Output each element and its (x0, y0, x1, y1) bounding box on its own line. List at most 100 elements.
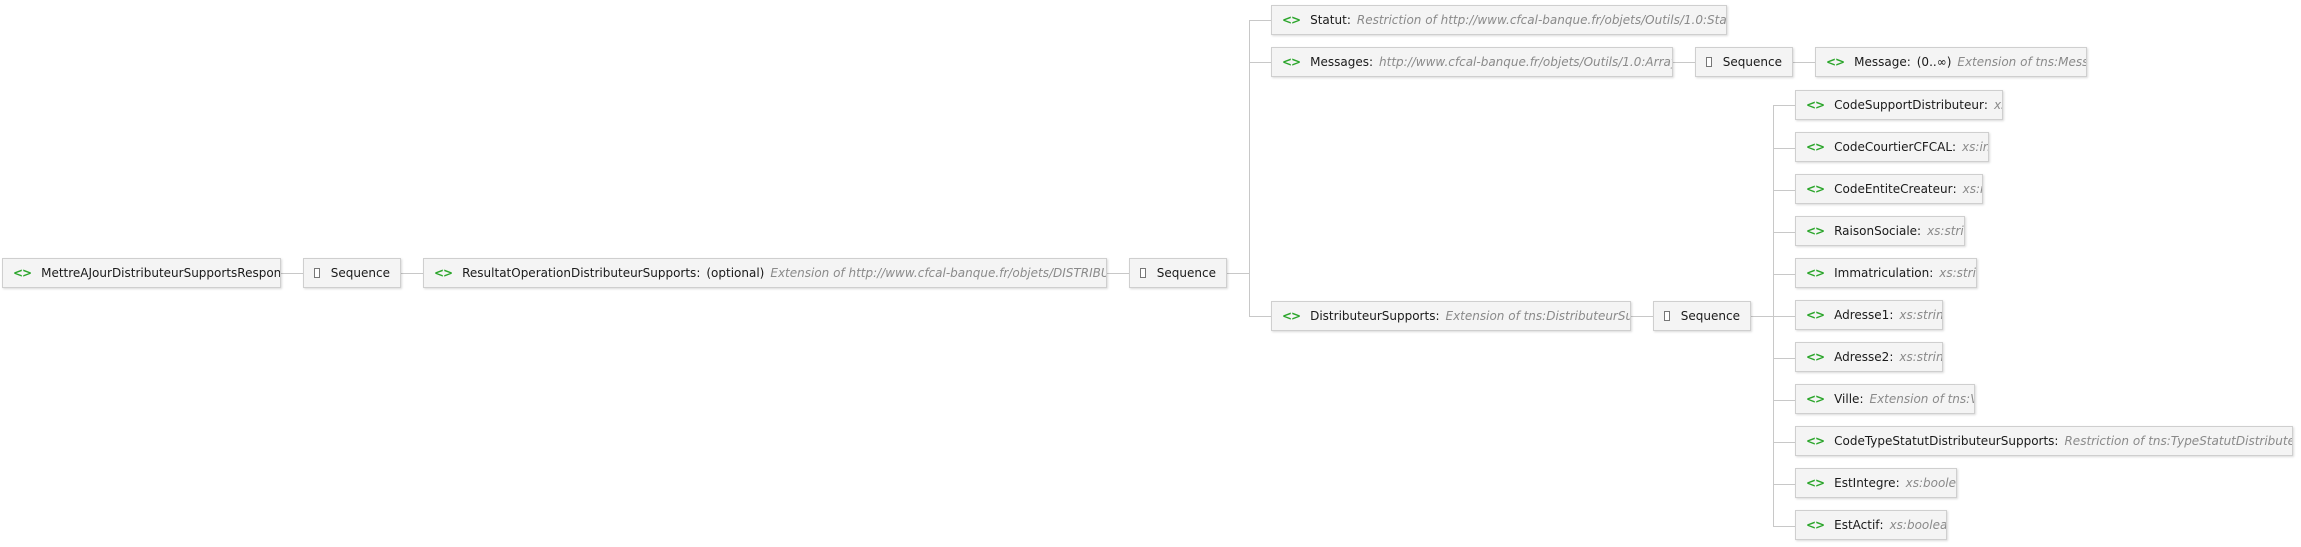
element-name: Message (1854, 55, 1907, 69)
element-type: xs:string (1927, 224, 1964, 238)
element-icon: <> (1806, 224, 1825, 238)
sequence-node[interactable]: Sequence (1653, 301, 1751, 331)
element-type: http://www.cfcal-banque.fr/objets/Outils… (1379, 55, 1673, 69)
element-name: RaisonSociale (1834, 224, 1918, 238)
element-icon: <> (1282, 55, 1301, 69)
element-name: EstActif (1834, 518, 1880, 532)
element-name: CodeEntiteCreateur (1834, 182, 1953, 196)
connector (1773, 358, 1795, 359)
element-name: EstIntegre (1834, 476, 1896, 490)
separator: : (696, 266, 701, 280)
statut-element-node[interactable]: <> Statut : Restriction of http://www.cf… (1271, 5, 1727, 35)
element-type: xs:int (1993, 98, 2002, 112)
connector (1773, 232, 1795, 233)
element-name: DistributeurSupports (1310, 309, 1436, 323)
separator: : (2054, 434, 2059, 448)
connector (1773, 190, 1795, 191)
element-type: xs:string (1899, 308, 1943, 322)
sequence-node[interactable]: Sequence (1695, 47, 1793, 77)
connector (281, 273, 303, 274)
element-icon: <> (1806, 476, 1825, 490)
element-type: xs:int (1962, 140, 1988, 154)
element-icon: <> (1806, 518, 1825, 532)
root-element-node[interactable]: <> MettreAJourDistributeurSupportsRespon… (2, 258, 281, 288)
connector (1773, 442, 1795, 443)
separator: : (1929, 266, 1934, 280)
field-element-node[interactable]: <> Ville : Extension of tns:Ville (1795, 384, 1975, 414)
sequence-icon (1706, 57, 1712, 67)
connector (1107, 273, 1129, 274)
cardinality-badge: (0..∞) (1916, 55, 1952, 69)
sequence-label: Sequence (1722, 55, 1782, 69)
element-icon: <> (1806, 392, 1825, 406)
element-type: xs:boolean (1889, 518, 1947, 532)
element-name: Messages (1310, 55, 1369, 69)
connector (1673, 62, 1695, 63)
separator: : (1983, 98, 1988, 112)
element-type: Restriction of http://www.cfcal-banque.f… (1356, 13, 1727, 27)
field-element-node[interactable]: <> CodeSupportDistributeur : xs:int (1795, 90, 2003, 120)
element-icon: <> (434, 266, 453, 280)
element-type: xs:boolean (1905, 476, 1957, 490)
field-element-node[interactable]: <> CodeCourtierCFCAL : xs:int (1795, 132, 1989, 162)
element-icon: <> (1806, 350, 1825, 364)
element-type: xs:int (1962, 182, 1982, 196)
element-name: Ville (1834, 392, 1860, 406)
element-icon: <> (1806, 266, 1825, 280)
element-name: CodeCourtierCFCAL (1834, 140, 1952, 154)
connector (1773, 400, 1795, 401)
connector (1773, 484, 1795, 485)
field-element-node[interactable]: <> RaisonSociale : xs:string (1795, 216, 1965, 246)
element-name: Adresse2 (1834, 350, 1890, 364)
element-type: xs:string (1939, 266, 1976, 280)
field-element-node[interactable]: <> EstIntegre : xs:boolean (1795, 468, 1957, 498)
field-element-node[interactable]: <> Immatriculation : xs:string (1795, 258, 1977, 288)
separator: : (1346, 13, 1351, 27)
element-icon: <> (1282, 309, 1301, 323)
connector (1751, 316, 1773, 317)
element-type: Extension of tns:DistributeurSupports (1445, 309, 1631, 323)
connector (1249, 316, 1271, 317)
distributeur-element-node[interactable]: <> DistributeurSupports : Extension of t… (1271, 301, 1631, 331)
separator: : (1952, 140, 1957, 154)
separator: : (1906, 55, 1911, 69)
connector (1793, 62, 1815, 63)
optional-badge: (optional) (706, 266, 765, 280)
connector (401, 273, 423, 274)
field-element-node[interactable]: <> CodeTypeStatutDistributeurSupports : … (1795, 426, 2293, 456)
field-element-node[interactable]: <> EstActif : xs:boolean (1795, 510, 1947, 540)
element-type: Extension of tns:Ville (1869, 392, 1975, 406)
element-type: xs:string (1899, 350, 1943, 364)
connector (1773, 274, 1795, 275)
field-element-node[interactable]: <> Adresse1 : xs:string (1795, 300, 1943, 330)
sequence-label: Sequence (330, 266, 390, 280)
element-name: ResultatOperationDistributeurSupports (462, 266, 697, 280)
connector (1631, 316, 1653, 317)
separator: : (1879, 518, 1884, 532)
sequence-node[interactable]: Sequence (303, 258, 401, 288)
connector (1773, 105, 1795, 106)
separator: : (1435, 309, 1440, 323)
sequence-icon (1140, 268, 1146, 278)
sequence-label: Sequence (1680, 309, 1740, 323)
field-element-node[interactable]: <> Adresse2 : xs:string (1795, 342, 1943, 372)
connector (1773, 316, 1795, 317)
field-element-node[interactable]: <> CodeEntiteCreateur : xs:int (1795, 174, 1983, 204)
element-name: Immatriculation (1834, 266, 1930, 280)
separator: : (1889, 308, 1894, 322)
sequence-node[interactable]: Sequence (1129, 258, 1227, 288)
element-icon: <> (1806, 308, 1825, 322)
connector (1773, 148, 1795, 149)
sequence-icon (314, 268, 320, 278)
element-type: Extension of http://www.cfcal-banque.fr/… (770, 266, 1106, 280)
connector (1249, 62, 1271, 63)
connector (1773, 105, 1774, 526)
element-type: Restriction of tns:TypeStatutDistributeu… (2064, 434, 2292, 448)
separator: : (1889, 350, 1894, 364)
resultat-element-node[interactable]: <> ResultatOperationDistributeurSupports… (423, 258, 1107, 288)
element-type: Extension of tns:Message (1957, 55, 2087, 69)
sequence-label: Sequence (1156, 266, 1216, 280)
element-name: Statut (1310, 13, 1347, 27)
message-element-node[interactable]: <> Message : (0..∞) Extension of tns:Mes… (1815, 47, 2087, 77)
messages-element-node[interactable]: <> Messages : http://www.cfcal-banque.fr… (1271, 47, 1673, 77)
